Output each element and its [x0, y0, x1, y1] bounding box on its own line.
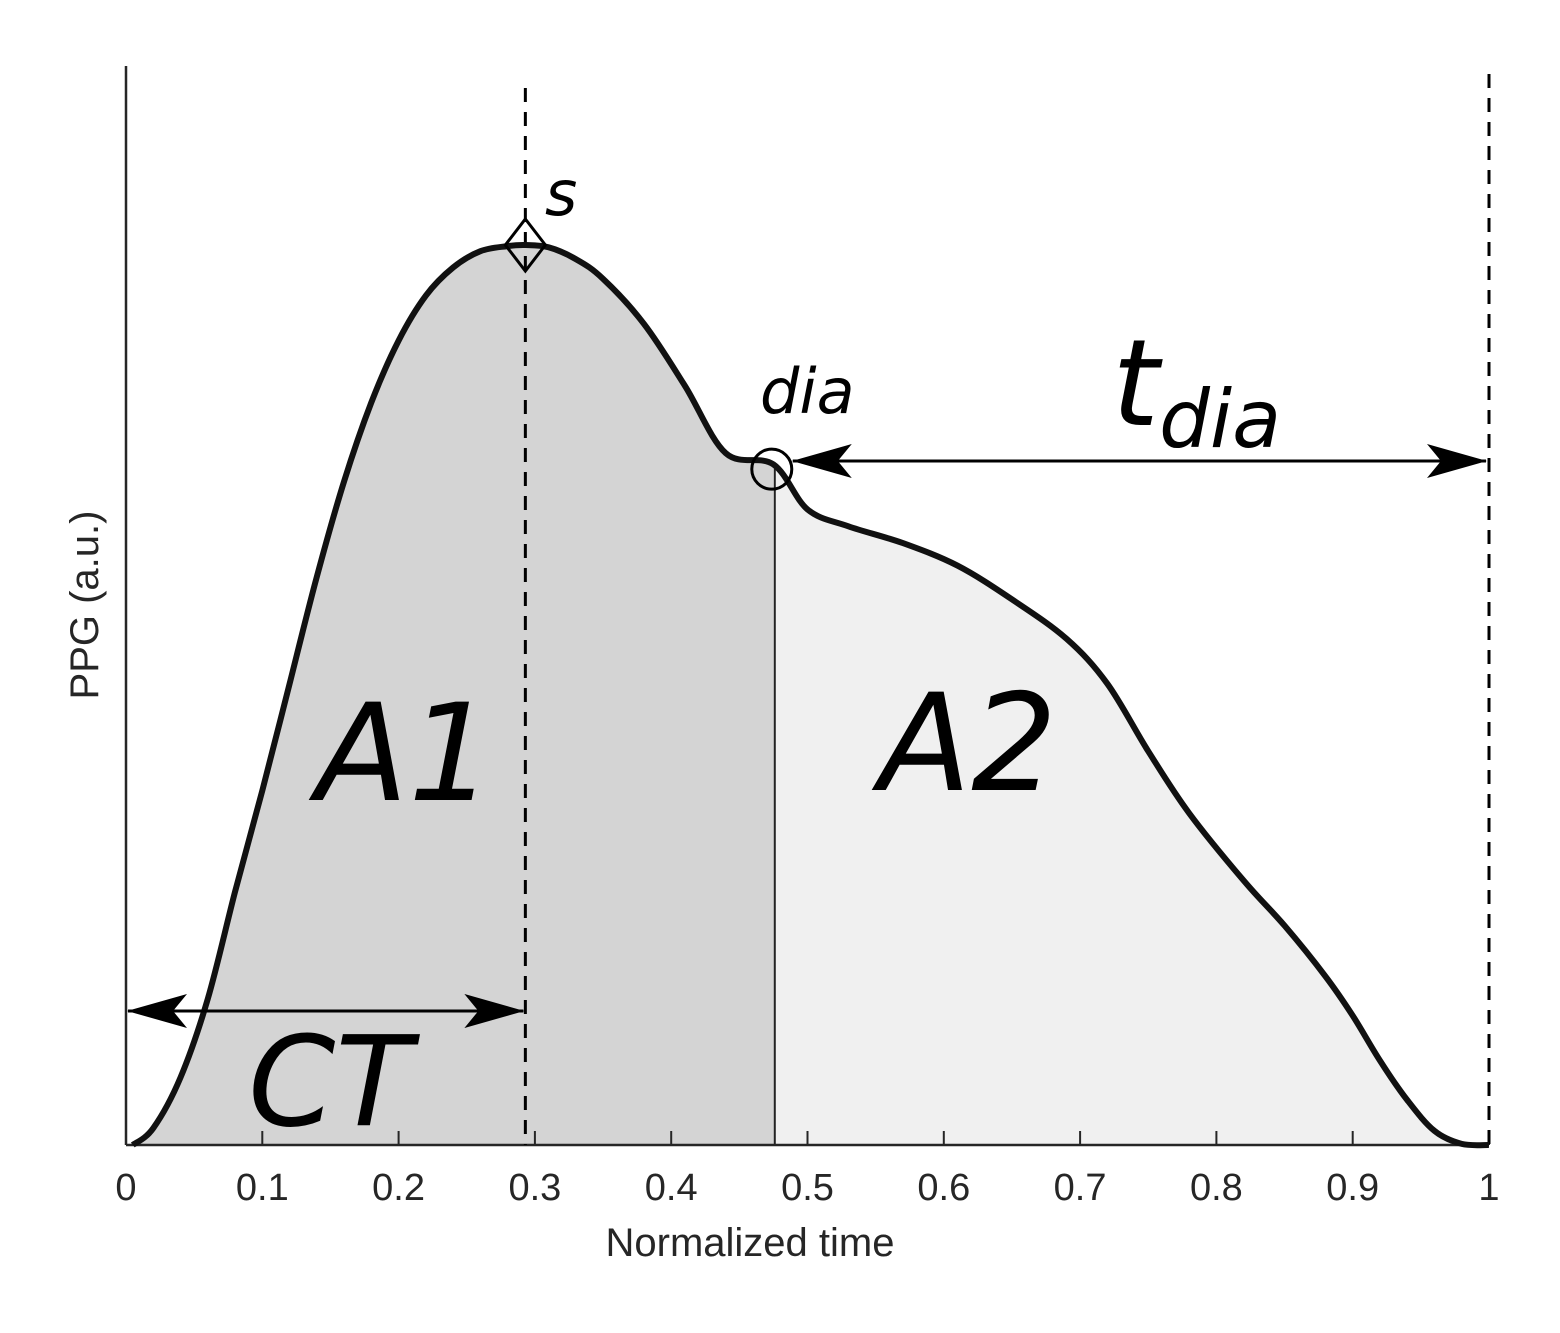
tdia-label: tdia: [1112, 315, 1281, 466]
x-tick-label: 0.6: [917, 1167, 970, 1209]
x-tick-label: 0.9: [1326, 1167, 1379, 1209]
tdia-label-main: t: [1112, 315, 1163, 454]
x-tick-label: 0.7: [1054, 1167, 1107, 1209]
x-tick-label: 0.4: [645, 1167, 698, 1209]
x-tick-label: 0.8: [1190, 1167, 1243, 1209]
x-tick-label: 0.2: [372, 1167, 425, 1209]
region-a1-label: A1: [308, 675, 494, 832]
ppg-curve: [130, 241, 1490, 1149]
systolic-peak-label: s: [545, 157, 577, 230]
x-tick-label: 1: [1478, 1167, 1499, 1209]
x-tick-label: 0.5: [781, 1167, 834, 1209]
x-tick-label: 0.3: [508, 1167, 561, 1209]
x-tick-label: 0.1: [236, 1167, 289, 1209]
x-ticks: 0 0.1 0.2 0.3 0.4 0.5 0.6 0.7 0.8 0.9 1: [115, 1131, 1500, 1209]
x-tick-label: 0: [115, 1167, 136, 1209]
y-axis-label: PPG (a.u.): [63, 511, 107, 700]
systolic-peak-marker: [503, 216, 548, 274]
region-a2: [773, 464, 1489, 1146]
x-axis-label: Normalized time: [606, 1221, 895, 1265]
dicrotic-notch-label: dia: [760, 355, 855, 428]
ct-label: CT: [248, 1010, 420, 1155]
region-a1: [132, 244, 775, 1145]
tdia-label-sub: dia: [1159, 373, 1281, 466]
region-a2-label: A2: [871, 665, 1057, 822]
